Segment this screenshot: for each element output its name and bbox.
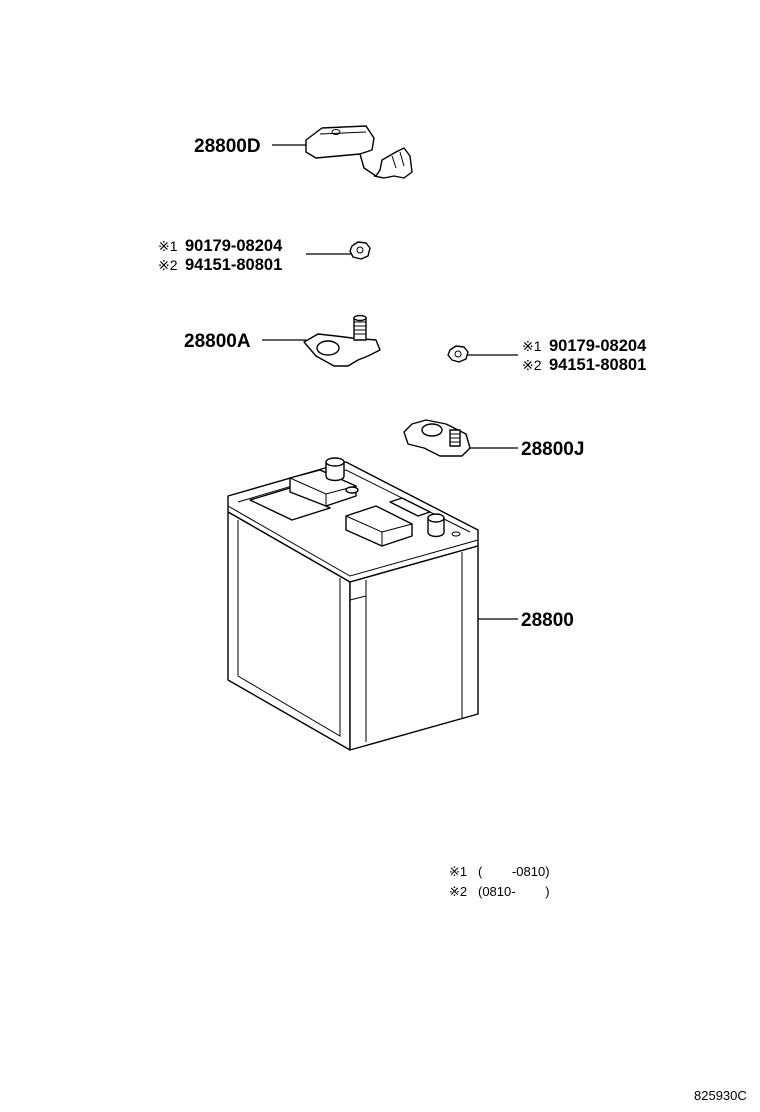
label-nut-a: 90179-08204: [549, 337, 647, 355]
figure-id: 825930C: [694, 1088, 747, 1103]
note-2-text: (0810- ): [478, 884, 550, 899]
battery-part: [227, 457, 479, 751]
label-cover: 28800D: [194, 136, 261, 157]
clamp-negative-part: [403, 419, 471, 457]
bolt-nut-right: [447, 345, 469, 363]
label-battery: 28800: [521, 610, 574, 631]
label-bolt-a: 90179-08204: [185, 237, 283, 255]
label-clamp-positive: 28800A: [184, 331, 251, 352]
label-bolt-b: 94151-80801: [185, 256, 282, 274]
bolt-nut-left: [349, 241, 371, 260]
note-2-mark: ※2: [449, 884, 467, 899]
mark-nut-b: ※2: [522, 357, 542, 373]
notes-block: ※1 ( -0810) ※2 (0810- ): [449, 864, 550, 899]
mark-nut-a: ※1: [522, 338, 542, 354]
label-nut-b: 94151-80801: [549, 356, 646, 374]
terminal-cover-part: [305, 125, 413, 179]
note-1-mark: ※1: [449, 864, 467, 879]
clamp-positive-part: [303, 314, 381, 367]
mark-bolt-b: ※2: [158, 257, 178, 273]
note-1-text: ( -0810): [478, 864, 550, 879]
label-clamp-negative: 28800J: [521, 439, 584, 460]
mark-bolt-a: ※1: [158, 238, 178, 254]
